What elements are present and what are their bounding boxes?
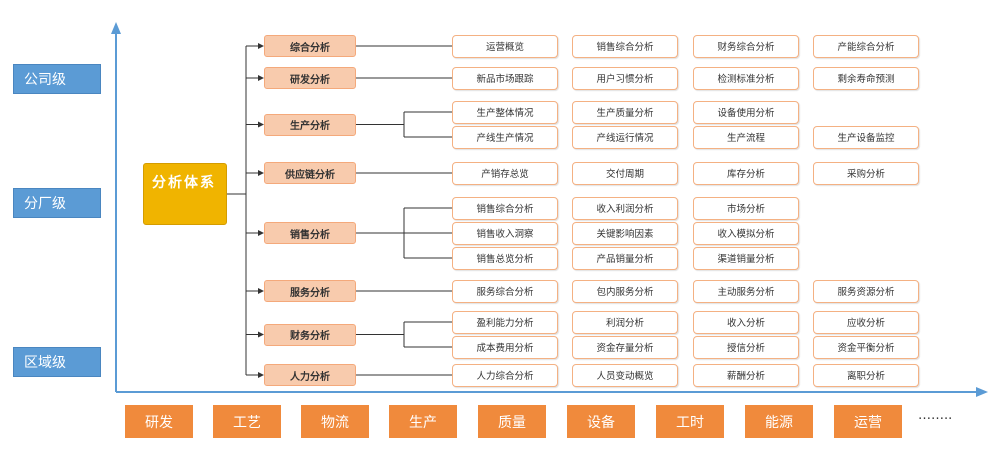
domain-rd: 研发 [125, 405, 193, 438]
analysis-leaf: 库存分析 [693, 161, 799, 185]
category-node: 生产分析 [264, 113, 356, 136]
level-branch-factory: 分厂级 [13, 188, 101, 218]
analysis-leaf: 收入分析 [693, 310, 799, 334]
more-domains-ellipsis: …….. [918, 408, 953, 423]
analysis-leaf: 产品销量分析 [572, 246, 678, 270]
analysis-leaf: 产线运行情况 [572, 125, 678, 149]
analysis-leaf: 应收分析 [813, 310, 919, 334]
analysis-leaf: 销售综合分析 [572, 34, 678, 58]
analysis-leaf: 设备使用分析 [693, 100, 799, 124]
category-branch-arrow [258, 288, 264, 294]
analysis-leaf: 用户习惯分析 [572, 66, 678, 90]
analysis-leaf: 销售综合分析 [452, 196, 558, 220]
analysis-leaf: 生产整体情况 [452, 100, 558, 124]
domain-operations: 运营 [834, 405, 902, 438]
category-branch-arrow [258, 121, 264, 128]
analysis-leaf: 产销存总览 [452, 161, 558, 185]
domain-energy: 能源 [745, 405, 813, 438]
category-branch-arrow [258, 331, 264, 338]
analysis-leaf: 交付周期 [572, 161, 678, 185]
category-node: 财务分析 [264, 323, 356, 346]
category-node: 销售分析 [264, 222, 356, 244]
category-node: 供应链分析 [264, 162, 356, 184]
analysis-leaf: 剩余寿命预测 [813, 66, 919, 90]
level-region: 区域级 [13, 347, 101, 377]
analysis-leaf: 服务综合分析 [452, 279, 558, 303]
analysis-leaf: 盈利能力分析 [452, 310, 558, 334]
analysis-leaf: 销售收入洞察 [452, 221, 558, 245]
analysis-leaf: 市场分析 [693, 196, 799, 220]
analysis-leaf: 检测标准分析 [693, 66, 799, 90]
analysis-leaf: 生产设备监控 [813, 125, 919, 149]
analysis-leaf: 资金存量分析 [572, 335, 678, 359]
category-branch-arrow [258, 230, 264, 236]
analysis-leaf: 薪酬分析 [693, 363, 799, 387]
domain-work-hours: 工时 [656, 405, 724, 438]
analysis-leaf: 资金平衡分析 [813, 335, 919, 359]
analysis-leaf: 运营概览 [452, 34, 558, 58]
domain-quality: 质量 [478, 405, 546, 438]
category-branch-arrow [258, 75, 264, 81]
vertical-axis-arrow [111, 22, 121, 34]
analysis-leaf: 利润分析 [572, 310, 678, 334]
analysis-leaf: 离职分析 [813, 363, 919, 387]
analysis-leaf: 产线生产情况 [452, 125, 558, 149]
analysis-leaf: 包内服务分析 [572, 279, 678, 303]
category-branch-arrow [258, 372, 264, 378]
analysis-leaf: 销售总览分析 [452, 246, 558, 270]
category-branch-arrow [258, 43, 264, 49]
analysis-leaf: 渠道销量分析 [693, 246, 799, 270]
domain-logistics: 物流 [301, 405, 369, 438]
analysis-leaf: 新品市场跟踪 [452, 66, 558, 90]
analysis-leaf: 人力综合分析 [452, 363, 558, 387]
analysis-leaf: 人员变动概览 [572, 363, 678, 387]
analysis-leaf: 主动服务分析 [693, 279, 799, 303]
category-node: 服务分析 [264, 280, 356, 302]
domain-production: 生产 [389, 405, 457, 438]
category-node: 人力分析 [264, 364, 356, 386]
category-branch-arrow [258, 170, 264, 176]
analysis-leaf: 财务综合分析 [693, 34, 799, 58]
category-node: 综合分析 [264, 35, 356, 57]
analysis-leaf: 关键影响因素 [572, 221, 678, 245]
analysis-leaf: 成本费用分析 [452, 335, 558, 359]
domain-process: 工艺 [213, 405, 281, 438]
analysis-leaf: 生产流程 [693, 125, 799, 149]
root-node: 分析体系 [143, 163, 227, 225]
level-company: 公司级 [13, 64, 101, 94]
analysis-leaf: 采购分析 [813, 161, 919, 185]
horizontal-axis-arrow [976, 387, 988, 397]
analysis-leaf: 授信分析 [693, 335, 799, 359]
analysis-leaf: 产能综合分析 [813, 34, 919, 58]
category-node: 研发分析 [264, 67, 356, 89]
domain-equipment: 设备 [567, 405, 635, 438]
analysis-leaf: 服务资源分析 [813, 279, 919, 303]
analysis-leaf: 生产质量分析 [572, 100, 678, 124]
analysis-leaf: 收入模拟分析 [693, 221, 799, 245]
analysis-leaf: 收入利润分析 [572, 196, 678, 220]
